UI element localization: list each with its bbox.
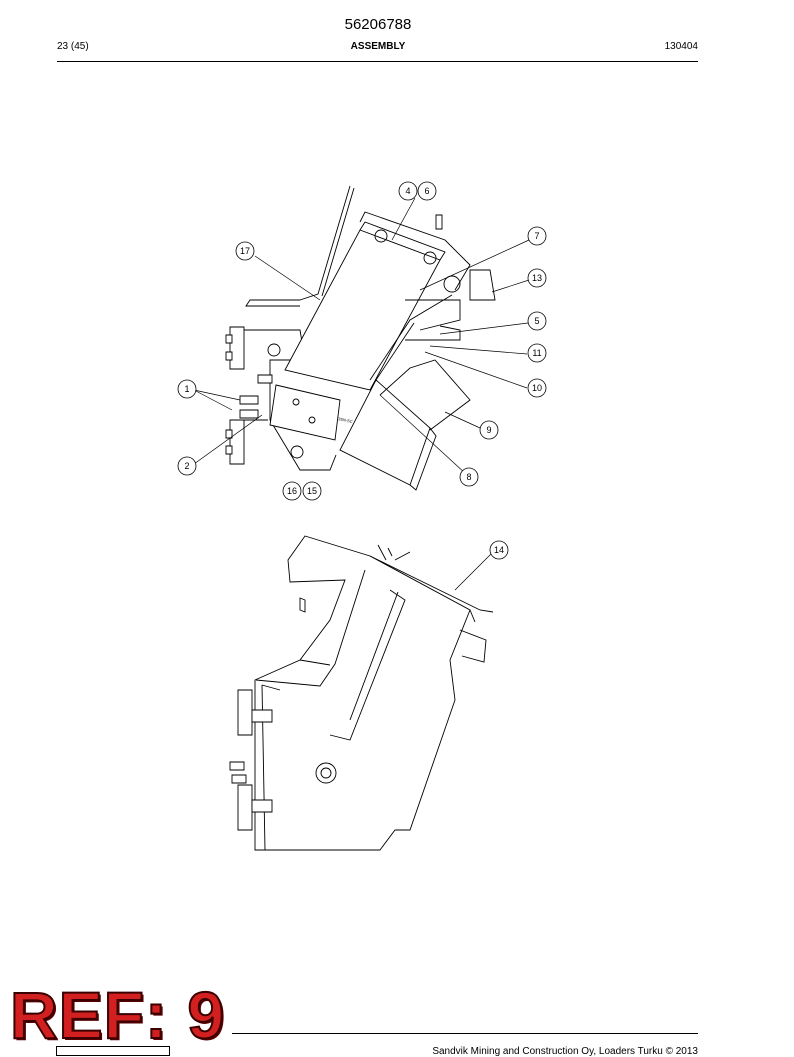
- callout-label: 6: [424, 186, 429, 196]
- callout-17: 17: [235, 241, 255, 261]
- callout-16: 16: [282, 481, 302, 501]
- callout-7: 7: [527, 226, 547, 246]
- callout-circle: [527, 311, 547, 331]
- callout-label: 2: [184, 461, 189, 471]
- header-rule: [57, 61, 698, 62]
- callout-8: 8: [459, 467, 479, 487]
- callout-circle: [398, 181, 418, 201]
- document-number: 56206788: [344, 16, 412, 33]
- callout-label: 1: [184, 384, 189, 394]
- callout-11: 11: [527, 343, 547, 363]
- callout-circle: [489, 540, 509, 560]
- callout-5: 5: [527, 311, 547, 331]
- company-logo: [56, 1046, 170, 1056]
- lower-assembly: [229, 535, 494, 851]
- callout-label: 8: [466, 472, 471, 482]
- footer-rule: [232, 1033, 698, 1034]
- footer-company: Sandvik Mining and Construction Oy, Load…: [432, 1046, 698, 1057]
- callout-label: 17: [240, 246, 250, 256]
- callout-circle: [177, 379, 197, 399]
- callout-circle: [302, 481, 322, 501]
- callout-label: 5: [534, 316, 539, 326]
- page-count: 23 (45): [57, 41, 89, 52]
- callout-15: 15: [302, 481, 322, 501]
- callout-circle: [459, 467, 479, 487]
- callout-circle: [177, 456, 197, 476]
- callout-label: 4: [405, 186, 410, 196]
- callout-circle: [527, 343, 547, 363]
- callout-10: 10: [527, 378, 547, 398]
- callout-1: 1: [177, 379, 197, 399]
- document-date-code: 130404: [664, 41, 698, 52]
- callout-circle: [282, 481, 302, 501]
- callout-label: 7: [534, 231, 539, 241]
- callout-circle: [527, 226, 547, 246]
- callout-label: 14: [494, 545, 504, 555]
- callout-circle: [235, 241, 255, 261]
- section-title: ASSEMBLY: [350, 41, 406, 52]
- callout-4: 4: [398, 181, 418, 201]
- callout-6: 6: [417, 181, 437, 201]
- callout-label: 13: [532, 273, 542, 283]
- callout-label: 10: [532, 383, 542, 393]
- callout-label: 16: [287, 486, 297, 496]
- reference-stamp: REF: 9: [9, 978, 226, 1052]
- callout-label: 11: [532, 348, 541, 358]
- callout-circle: [527, 268, 547, 288]
- callout-14: 14: [489, 540, 509, 560]
- callout-circle: [479, 420, 499, 440]
- callout-9: 9: [479, 420, 499, 440]
- callout-circle: [527, 378, 547, 398]
- callout-label: 9: [486, 425, 491, 435]
- upper-assembly: 3SN-SC: [193, 185, 530, 491]
- callout-label: 15: [307, 486, 317, 496]
- callout-layer: 4 6 7 17 13 5 11 10 1 9 2 8 16 15 14: [177, 181, 547, 560]
- part-marking: 3SN-SC: [338, 416, 353, 424]
- callout-circle: [417, 181, 437, 201]
- callout-13: 13: [527, 268, 547, 288]
- callout-2: 2: [177, 456, 197, 476]
